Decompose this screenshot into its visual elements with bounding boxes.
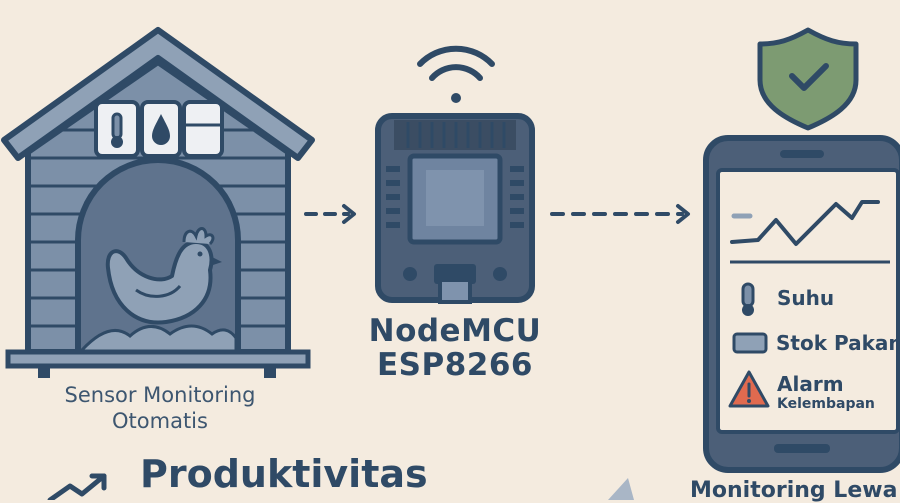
coop-caption-line1: Sensor Monitoring (64, 383, 256, 407)
nodemcu-title-line1: NodeMCU (368, 313, 542, 349)
phone-item-alarm: Alarm (777, 372, 844, 396)
coop-straw (80, 324, 238, 354)
monitoring-label: Monitoring Lewa (690, 478, 898, 503)
wifi-icon (417, 45, 495, 103)
trend-up-icon (47, 473, 107, 500)
warning-icon (728, 370, 770, 408)
phone-item-alarm-sublabel: Kelembapan (777, 396, 875, 412)
chicken-coop (1, 27, 315, 378)
phone-item-suhu: Suhu (777, 286, 835, 310)
phone-item-stok-pakan: Stok Pakan (776, 331, 900, 355)
coop-caption: Sensor Monitoring Otomatis (0, 382, 320, 434)
droplet-icon (152, 114, 170, 145)
feed-box-icon (732, 332, 768, 354)
arrow-mcu-to-phone (550, 204, 690, 224)
thermometer-icon (111, 112, 123, 148)
nodemcu-title-line2: ESP8266 (376, 347, 533, 383)
nodemcu-title: NodeMCU ESP8266 (300, 314, 610, 382)
productivity-label: Produktivitas (140, 452, 428, 496)
line-chart-icon (730, 200, 890, 264)
coop-sensor-panel (94, 100, 224, 158)
share-arrow-icon (608, 478, 634, 500)
nodemcu-board (375, 45, 535, 304)
chicken-icon (105, 227, 222, 325)
thermometer-icon (741, 282, 755, 316)
smartphone (703, 27, 900, 473)
arrow-coop-to-mcu (304, 204, 356, 224)
coop-caption-line2: Otomatis (112, 409, 208, 433)
coop-base (5, 349, 311, 369)
shield-check-icon (757, 27, 859, 131)
